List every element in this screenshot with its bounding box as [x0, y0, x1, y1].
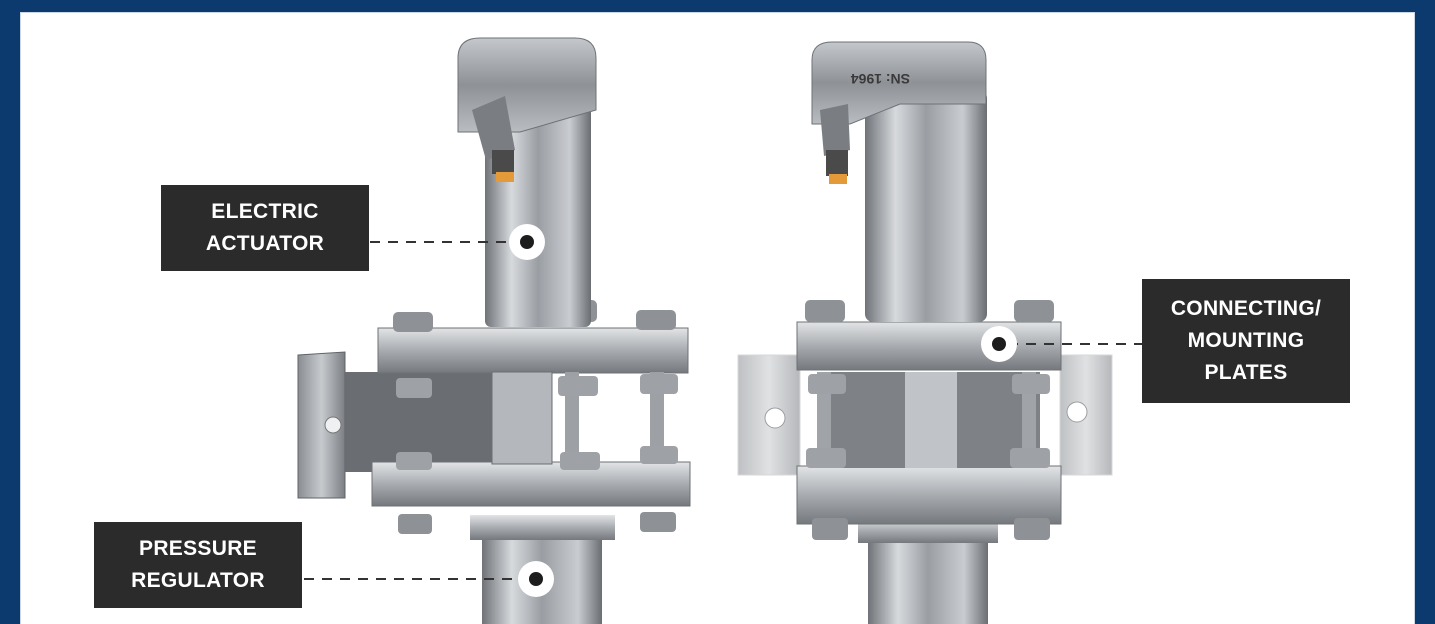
callout-line: PRESSURE — [139, 537, 257, 560]
callout-line: ACTUATOR — [205, 232, 325, 255]
serial-engraving: SN: 1964 — [851, 71, 910, 87]
callout-line: PLATES — [1204, 361, 1288, 384]
callout-line: REGULATOR — [131, 569, 265, 592]
callout-pressure-regulator: PRESSURE REGULATOR — [94, 522, 302, 608]
callout-line: ELECTRIC — [211, 200, 319, 223]
callout-line: MOUNTING — [1187, 329, 1305, 352]
callout-electric-actuator: ELECTRIC ACTUATOR — [161, 185, 369, 271]
left-assembly — [297, 37, 691, 624]
callout-line: CONNECTING/ — [1170, 297, 1322, 320]
marker-dot-actuator — [509, 224, 545, 260]
right-assembly: SN: 1964 — [737, 41, 1113, 624]
marker-dot-plates — [981, 326, 1017, 362]
callout-mounting-plates: CONNECTING/ MOUNTING PLATES — [1142, 279, 1350, 403]
marker-dot-regulator — [518, 561, 554, 597]
inner-border — [20, 12, 1415, 624]
